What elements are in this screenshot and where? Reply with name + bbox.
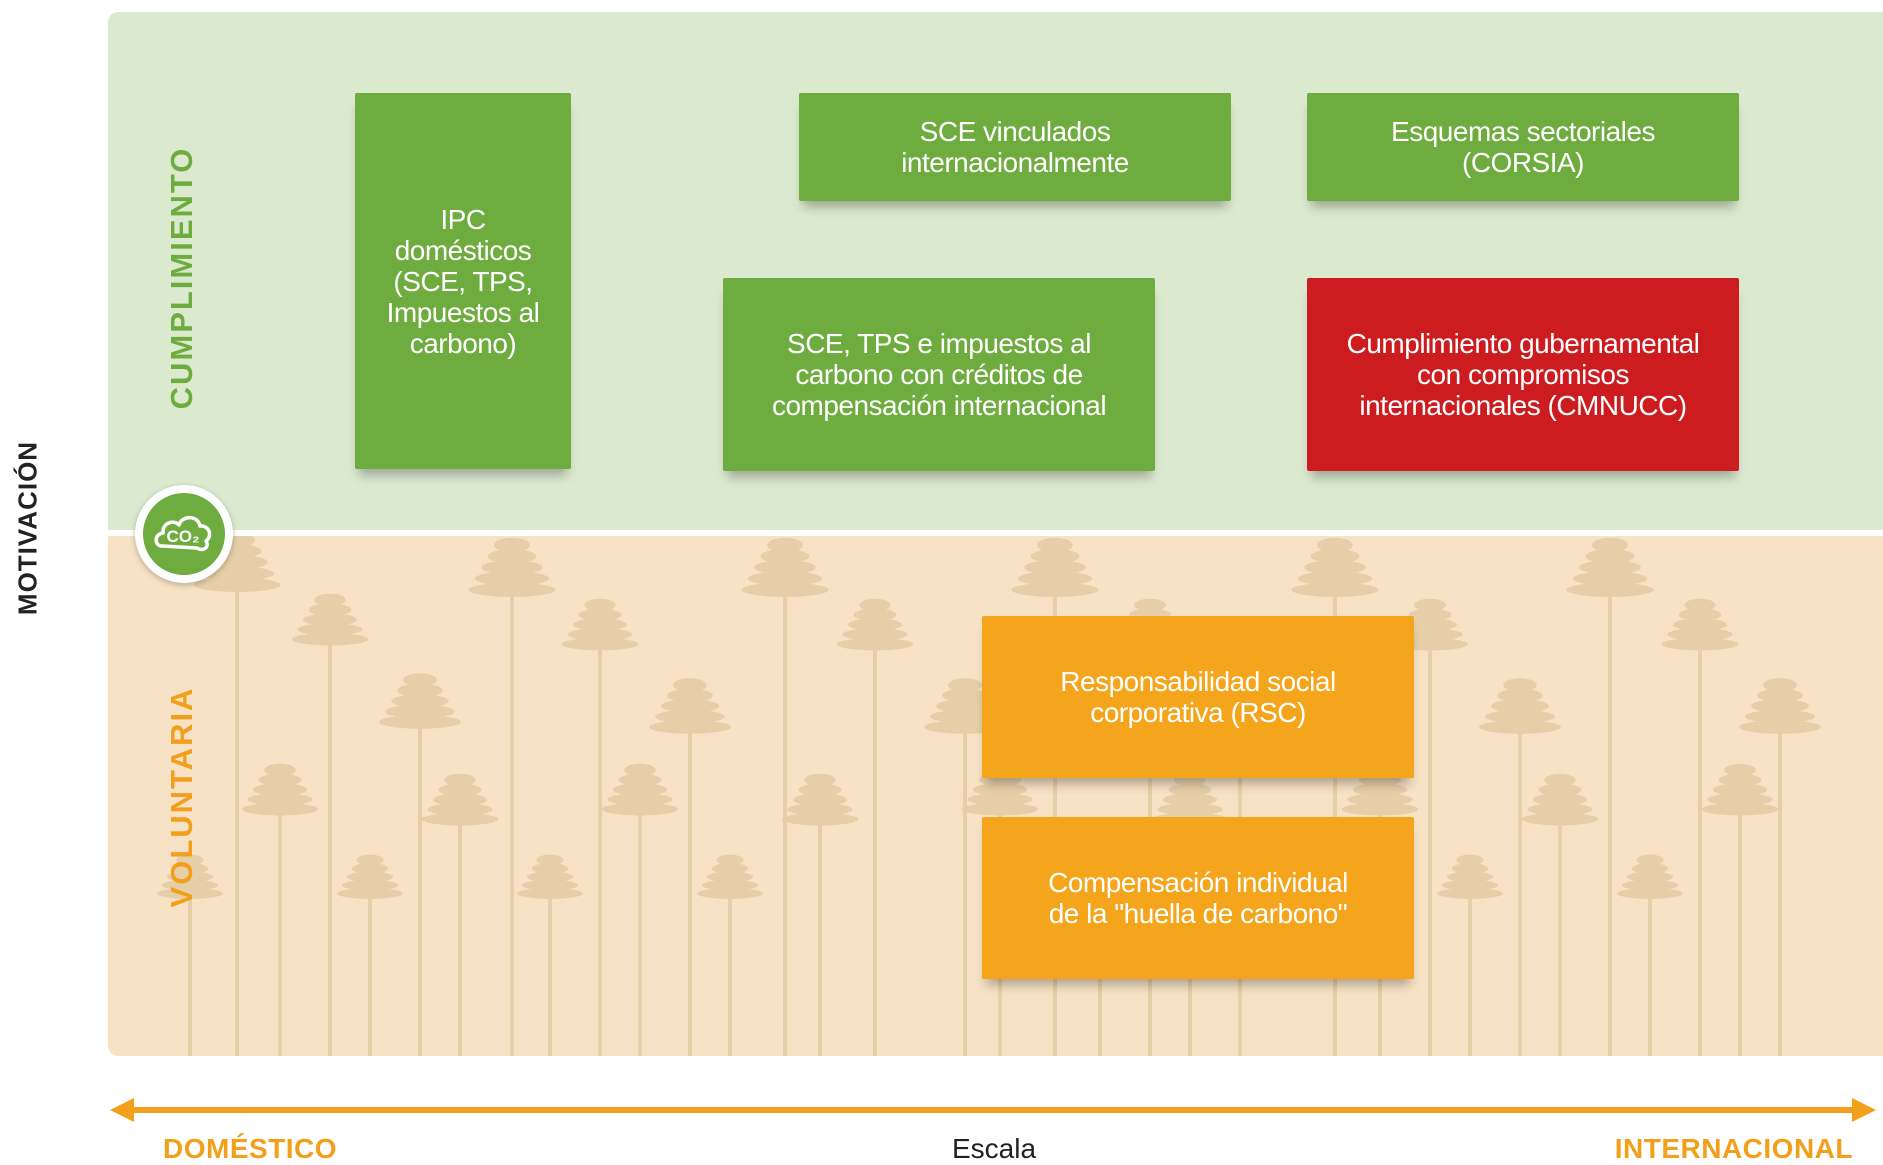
tree-icon xyxy=(741,537,829,1056)
tree-icon xyxy=(1661,598,1739,1056)
tree-icon xyxy=(1566,537,1654,1056)
box-ets-offsets: SCE, TPS e impuestos al carbono con créd… xyxy=(723,278,1155,471)
tree-icon xyxy=(1521,773,1599,1056)
axis-label-domestic: DOMÉSTICO xyxy=(163,1133,338,1164)
tree-icon xyxy=(836,598,914,1056)
tree-icon xyxy=(241,763,319,1056)
box-government-compliance: Cumplimiento gubernamental con compromis… xyxy=(1307,278,1739,471)
tree-icon xyxy=(421,773,499,1056)
box-sectoral-schemes: Esquemas sectoriales (CORSIA) xyxy=(1307,93,1739,201)
co2-badge: CO₂ xyxy=(135,485,233,583)
tree-icon xyxy=(291,593,369,1056)
box-domestic-cpi: IPC domésticos (SCE, TPS, Impuestos al c… xyxy=(355,93,571,469)
tree-icon xyxy=(1617,854,1683,1056)
compliance-zone-label: CUMPLIMIENTO xyxy=(164,146,199,410)
tree-icon xyxy=(517,854,583,1056)
co2-text: CO₂ xyxy=(166,527,199,546)
y-axis-label: MOTIVACIÓN xyxy=(12,440,43,616)
tree-icon xyxy=(649,678,731,1056)
tree-icon xyxy=(561,598,639,1056)
box-carbon-footprint: Compensación individual de la "huella de… xyxy=(982,817,1414,979)
tree-icon xyxy=(1011,537,1099,1056)
tree-icon xyxy=(1701,763,1779,1056)
voluntary-zone-label: VOLUNTARIA xyxy=(164,686,199,908)
axis-label-scale: Escala xyxy=(951,1133,1037,1164)
tree-icon xyxy=(781,773,859,1056)
tree-icon xyxy=(337,854,403,1056)
tree-icon xyxy=(157,854,223,1056)
zone-divider xyxy=(108,530,1883,536)
tree-icon xyxy=(1739,678,1821,1056)
tree-icon xyxy=(1437,854,1503,1056)
tree-icon xyxy=(1291,537,1379,1056)
scale-axis-arrow xyxy=(110,1098,1876,1122)
tree-icon xyxy=(379,673,461,1056)
box-linked-ets: SCE vinculados internacionalmente xyxy=(799,93,1231,201)
tree-icon xyxy=(1479,678,1561,1056)
co2-cloud-icon: CO₂ xyxy=(143,493,225,575)
box-csr: Responsabilidad social corporativa (RSC) xyxy=(982,616,1414,778)
tree-icon xyxy=(697,854,763,1056)
tree-icon xyxy=(468,537,556,1056)
axis-label-international: INTERNACIONAL xyxy=(1614,1133,1853,1164)
tree-icon xyxy=(601,763,679,1056)
tree-icon xyxy=(193,536,281,1056)
